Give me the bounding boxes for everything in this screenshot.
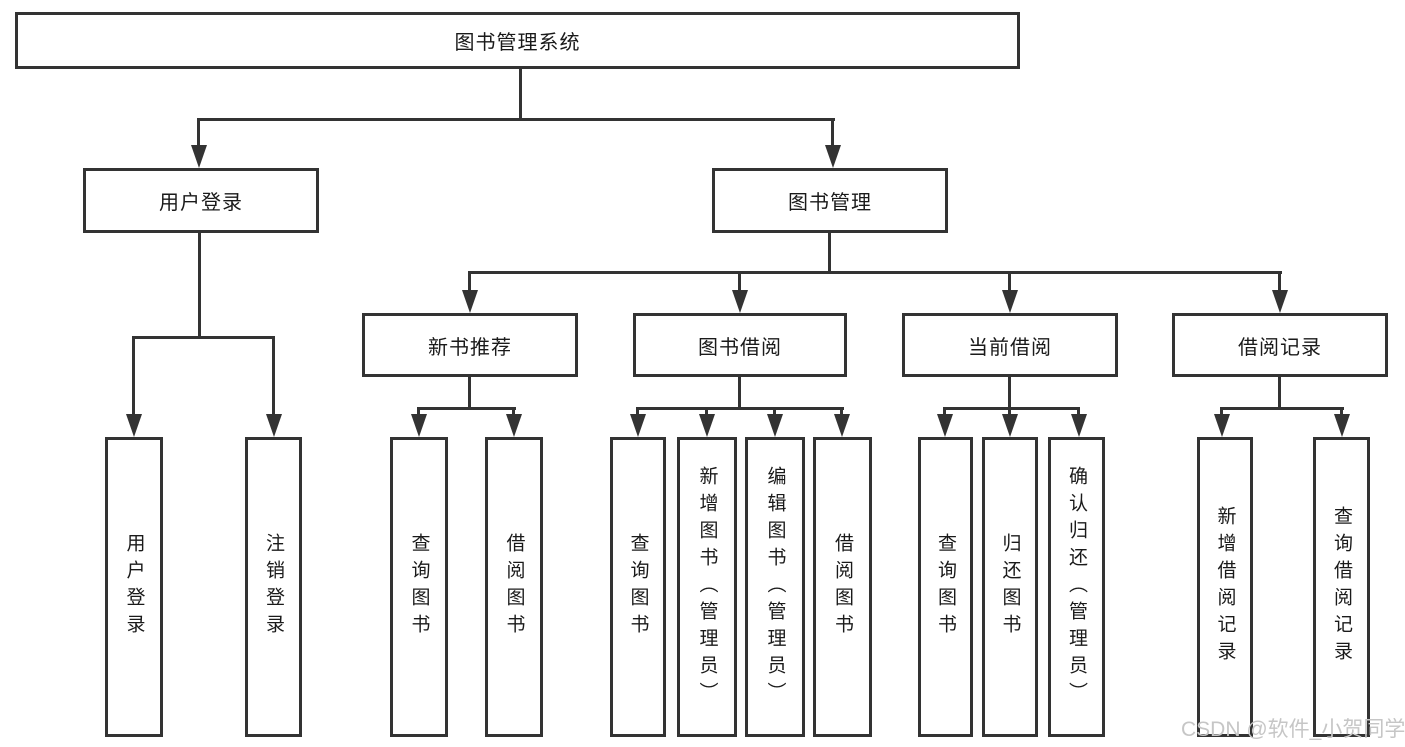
connector-vline bbox=[1278, 377, 1281, 410]
connector-vline bbox=[468, 377, 471, 410]
node-library-management-system: 图书管理系统 bbox=[15, 12, 1020, 69]
connector-vline bbox=[840, 407, 843, 419]
connector-vline bbox=[636, 407, 639, 419]
connector-hline bbox=[132, 336, 275, 339]
node-label: 借阅图书 bbox=[503, 533, 525, 641]
arrow-down-icon bbox=[699, 414, 715, 437]
leaf-return-books: 归还图书 bbox=[982, 437, 1038, 737]
node-label: 借阅图书 bbox=[832, 533, 853, 641]
connector-hline bbox=[943, 407, 1080, 410]
leaf-query-books-recommend: 查询图书 bbox=[390, 437, 448, 737]
node-book-management: 图书管理 bbox=[712, 168, 948, 233]
leaf-logout: 注销登录 bbox=[245, 437, 302, 737]
leaf-user-login: 用户登录 bbox=[105, 437, 163, 737]
connector-vline bbox=[272, 336, 275, 421]
connector-hline bbox=[1220, 407, 1344, 410]
connector-vline bbox=[417, 407, 420, 419]
arrow-down-icon bbox=[1334, 414, 1350, 437]
connector-vline bbox=[828, 233, 831, 274]
arrow-down-icon bbox=[462, 290, 478, 313]
connector-vline bbox=[1008, 377, 1011, 410]
leaf-edit-books-admin: 编辑图书（管理员） bbox=[745, 437, 805, 737]
node-current-borrowing: 当前借阅 bbox=[902, 313, 1118, 377]
node-label: 注销登录 bbox=[263, 533, 284, 641]
node-label: 查询借阅记录 bbox=[1331, 506, 1352, 668]
node-label: 归还图书 bbox=[999, 533, 1021, 641]
node-label: 确认归还（管理员） bbox=[1066, 465, 1087, 709]
connector-vline bbox=[198, 233, 201, 339]
node-user-login: 用户登录 bbox=[83, 168, 319, 233]
connector-hline bbox=[417, 407, 516, 410]
arrow-down-icon bbox=[937, 414, 953, 437]
arrow-down-icon bbox=[411, 414, 427, 437]
node-label: 借阅记录 bbox=[1238, 336, 1322, 359]
connector-hline bbox=[468, 271, 1282, 274]
connector-vline bbox=[1278, 271, 1281, 296]
arrow-down-icon bbox=[1002, 414, 1018, 437]
connector-vline bbox=[1220, 407, 1223, 419]
node-label: 新增图书（管理员） bbox=[696, 465, 718, 709]
connector-vline bbox=[197, 118, 200, 150]
connector-vline bbox=[831, 118, 834, 150]
node-new-book-recommend: 新书推荐 bbox=[362, 313, 578, 377]
node-borrowing-records: 借阅记录 bbox=[1172, 313, 1388, 377]
connector-vline bbox=[1340, 407, 1343, 419]
arrow-down-icon bbox=[767, 414, 783, 437]
arrow-down-icon bbox=[1214, 414, 1230, 437]
arrow-down-icon bbox=[825, 145, 841, 168]
leaf-add-borrow-record: 新增借阅记录 bbox=[1197, 437, 1253, 737]
connector-vline bbox=[132, 336, 135, 421]
connector-vline bbox=[1008, 271, 1011, 296]
connector-vline bbox=[1077, 407, 1080, 419]
connector-vline bbox=[705, 407, 708, 419]
node-label: 查询图书 bbox=[408, 533, 430, 641]
connector-hline bbox=[636, 407, 844, 410]
connector-hline bbox=[198, 118, 835, 121]
node-label: 查询图书 bbox=[627, 533, 649, 641]
node-book-borrowing: 图书借阅 bbox=[633, 313, 847, 377]
arrow-down-icon bbox=[1272, 290, 1288, 313]
node-label: 用户登录 bbox=[123, 533, 145, 641]
leaf-borrow-books-recommend: 借阅图书 bbox=[485, 437, 543, 737]
connector-vline bbox=[512, 407, 515, 419]
node-label: 新书推荐 bbox=[428, 336, 512, 359]
node-label: 查询图书 bbox=[935, 533, 956, 641]
arrow-down-icon bbox=[506, 414, 522, 437]
node-label: 图书借阅 bbox=[698, 336, 782, 359]
connector-vline bbox=[738, 271, 741, 296]
leaf-query-books-borrowing: 查询图书 bbox=[610, 437, 666, 737]
node-label: 用户登录 bbox=[159, 192, 243, 214]
arrow-down-icon bbox=[266, 414, 282, 437]
node-label: 编辑图书（管理员） bbox=[764, 465, 786, 709]
node-label: 当前借阅 bbox=[968, 336, 1052, 359]
connector-vline bbox=[468, 271, 471, 296]
leaf-borrow-books: 借阅图书 bbox=[813, 437, 872, 737]
connector-vline bbox=[1008, 407, 1011, 419]
arrow-down-icon bbox=[630, 414, 646, 437]
node-label: 图书管理系统 bbox=[454, 32, 581, 54]
node-label: 新增借阅记录 bbox=[1214, 506, 1236, 668]
arrow-down-icon bbox=[732, 290, 748, 313]
node-label: 图书管理 bbox=[788, 192, 872, 214]
arrow-down-icon bbox=[834, 414, 850, 437]
leaf-query-borrow-record: 查询借阅记录 bbox=[1313, 437, 1370, 737]
leaf-add-books-admin: 新增图书（管理员） bbox=[677, 437, 737, 737]
leaf-query-books-current: 查询图书 bbox=[918, 437, 973, 737]
arrow-down-icon bbox=[1002, 290, 1018, 313]
arrow-down-icon bbox=[1071, 414, 1087, 437]
leaf-confirm-return-admin: 确认归还（管理员） bbox=[1048, 437, 1105, 737]
connector-vline bbox=[738, 377, 741, 410]
connector-vline bbox=[519, 69, 522, 121]
csdn-watermark: CSDN @软件_小贺同学 bbox=[1181, 718, 1405, 741]
connector-vline bbox=[943, 407, 946, 419]
arrow-down-icon bbox=[126, 414, 142, 437]
connector-vline bbox=[773, 407, 776, 419]
arrow-down-icon bbox=[191, 145, 207, 168]
